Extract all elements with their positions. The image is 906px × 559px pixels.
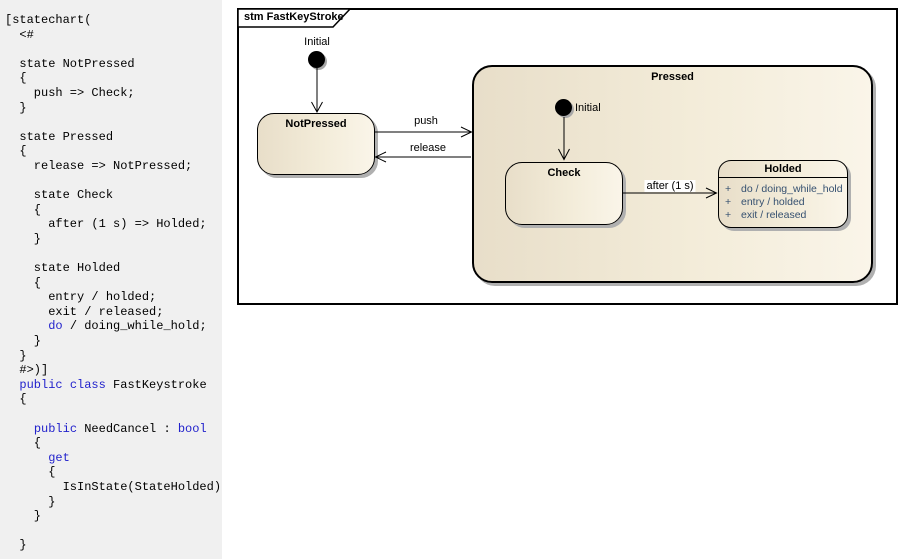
transition-initial-to-notpressed[interactable] <box>311 68 323 114</box>
code-line[interactable]: public NeedCancel : bool <box>33 421 207 436</box>
code-line[interactable]: release => NotPressed; <box>5 158 193 173</box>
code-line[interactable]: state Check <box>5 188 114 203</box>
feature-visibility: + <box>725 209 732 221</box>
code-line[interactable]: } <box>5 231 42 246</box>
code-line[interactable]: { <box>5 436 42 451</box>
code-line[interactable]: { <box>5 392 27 407</box>
feature-text: exit / released <box>741 209 807 221</box>
code-text: [statechart( <# state NotPressed { push … <box>0 0 222 553</box>
initial-node-label: Initial <box>575 102 601 114</box>
code-line[interactable]: state Pressed <box>5 129 114 144</box>
state-holded-features: + do / doing_while_hold + entry / holded… <box>719 178 847 222</box>
code-editor-panel[interactable]: [statechart( <# state NotPressed { push … <box>0 0 222 559</box>
code-line[interactable]: entry / holded; <box>5 290 157 305</box>
code-line[interactable]: } <box>5 334 42 349</box>
code-line[interactable]: } <box>5 494 56 509</box>
code-line[interactable]: public class FastKeystroke <box>19 377 207 392</box>
code-line[interactable]: } <box>5 509 42 524</box>
feature-visibility: + <box>725 196 732 208</box>
state-pressed-label: Pressed <box>651 71 694 83</box>
code-line[interactable]: } <box>5 538 27 553</box>
code-line[interactable]: <# <box>5 27 34 42</box>
code-line[interactable]: push => Check; <box>5 85 135 100</box>
transition-initial-to-check[interactable] <box>558 117 570 161</box>
code-line[interactable]: { <box>5 144 27 159</box>
feature-row: + do / doing_while_hold <box>725 183 845 196</box>
state-notpressed[interactable]: NotPressed <box>257 113 375 175</box>
code-line[interactable]: { <box>5 275 42 290</box>
feature-text: do / doing_while_hold <box>741 183 843 195</box>
state-holded[interactable]: Holded + do / doing_while_hold + entry /… <box>718 160 848 228</box>
feature-row: + entry / holded <box>725 196 845 209</box>
diagram-frame-tab <box>237 8 352 28</box>
code-line[interactable]: } <box>5 348 27 363</box>
code-line[interactable]: state NotPressed <box>5 56 135 71</box>
code-line[interactable]: { <box>5 465 56 480</box>
transition-release-label[interactable]: release <box>409 142 447 154</box>
code-line[interactable]: { <box>5 71 27 86</box>
code-line[interactable]: { <box>5 202 42 217</box>
state-holded-label: Holded <box>719 161 847 178</box>
code-line[interactable]: state Holded <box>5 261 121 276</box>
code-line[interactable]: } <box>5 100 27 115</box>
transition-after-line[interactable] <box>623 187 718 199</box>
state-notpressed-label: NotPressed <box>285 118 347 130</box>
code-line[interactable]: IsInState(StateHolded) <box>5 480 222 494</box>
transition-push-label[interactable]: push <box>414 115 438 127</box>
code-line[interactable]: #>)] <box>5 363 49 378</box>
code-line[interactable]: [statechart( <box>5 13 92 27</box>
feature-row: + exit / released <box>725 209 845 222</box>
feature-visibility: + <box>725 183 732 195</box>
state-check-label: Check <box>547 167 581 179</box>
frame-title: stm FastKeyStroke <box>244 11 344 23</box>
feature-text: entry / holded <box>741 196 805 208</box>
transition-after-label[interactable]: after (1 s) <box>644 180 696 192</box>
state-check[interactable]: Check <box>505 162 623 225</box>
code-line[interactable]: do / doing_while_hold; <box>48 319 207 334</box>
initial-node[interactable] <box>555 99 572 116</box>
initial-node[interactable] <box>308 51 325 68</box>
initial-node-label: Initial <box>304 36 330 48</box>
code-line[interactable]: exit / released; <box>5 304 164 319</box>
code-line[interactable]: after (1 s) => Holded; <box>5 217 207 232</box>
transition-release-line[interactable] <box>374 151 472 163</box>
transition-push-line[interactable] <box>375 126 473 138</box>
code-line[interactable]: get <box>48 450 70 465</box>
